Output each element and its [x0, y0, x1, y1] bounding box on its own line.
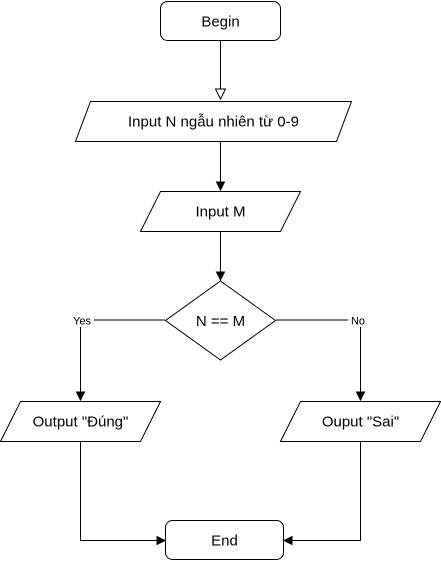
- node-end[interactable]: End: [165, 520, 284, 560]
- arrowhead-icon: [75, 391, 86, 402]
- node-output-sai-label: Ouput "Sai": [322, 414, 399, 431]
- edge-begin-to-input-n: [214, 41, 227, 101]
- node-output-dung[interactable]: Output "Đúng": [0, 401, 162, 442]
- edge-output-sai-to-end: [282, 441, 361, 546]
- edge-decision-yes-to-output-dung: Yes: [70, 314, 165, 402]
- arrowhead-icon: [355, 391, 366, 402]
- arrowhead-icon: [282, 535, 293, 546]
- arrowhead-icon: [156, 535, 167, 546]
- node-decision[interactable]: N == M: [164, 280, 277, 361]
- edge-input-n-to-input-m: [215, 141, 226, 192]
- node-begin[interactable]: Begin: [160, 1, 281, 41]
- node-input-n-label: Input N ngẫu nhiên từ 0-9: [128, 114, 299, 131]
- edge-label-yes: Yes: [73, 316, 91, 328]
- node-output-dung-label: Output "Đúng": [33, 414, 129, 431]
- edge-input-m-to-decision: [215, 231, 226, 282]
- node-begin-label: Begin: [201, 14, 239, 31]
- node-input-m[interactable]: Input M: [139, 191, 302, 232]
- open-arrowhead-icon: [214, 88, 227, 101]
- node-input-m-label: Input M: [195, 204, 245, 221]
- node-decision-label: N == M: [196, 313, 245, 330]
- edge-label-no: No: [351, 316, 365, 328]
- node-output-sai[interactable]: Ouput "Sai": [279, 401, 441, 442]
- edge-decision-no-to-output-sai: No: [276, 314, 368, 402]
- edge-output-dung-to-end: [80, 441, 167, 546]
- node-end-label: End: [211, 533, 238, 550]
- node-input-n[interactable]: Input N ngẫu nhiên từ 0-9: [74, 101, 353, 142]
- arrowhead-icon: [215, 271, 226, 282]
- arrowhead-icon: [215, 181, 226, 192]
